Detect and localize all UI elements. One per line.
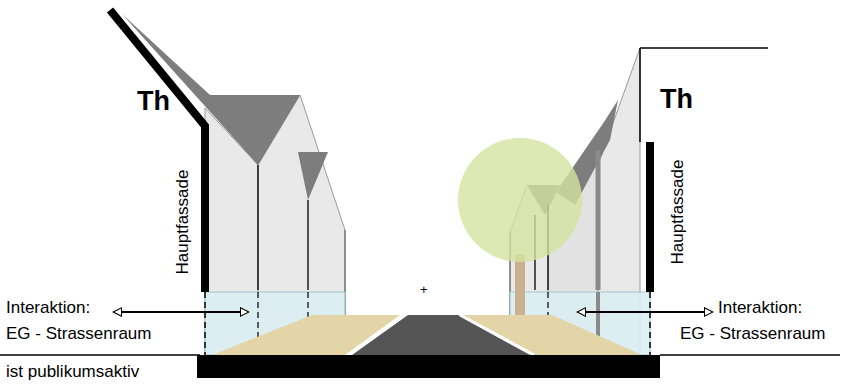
facade-label: Hauptfassade [668,160,688,265]
interaction-arrow [578,311,712,313]
facade-label: Hauptfassade [173,170,193,275]
interaction-label: Interaktion: [6,298,90,318]
curb [460,315,534,355]
facade-edge [596,150,601,290]
building-code: Th [660,84,693,115]
facade-edge [639,48,641,142]
main-facade [649,292,651,355]
building-code: Th [137,86,170,117]
interaction-label: Interaktion: [718,298,802,318]
interaction-label: EG - Strassenraum [6,324,152,344]
facade-edge [257,165,258,290]
curb [348,315,404,355]
roof-line [640,47,768,49]
roof [298,152,328,200]
ground-line [0,354,200,356]
sidewalk [462,315,642,355]
main-facade [646,142,654,292]
main-facade [110,10,205,292]
roof [122,14,300,165]
interaction-label: EG - Strassenraum [680,324,826,344]
main-facade [204,292,206,355]
center-mark: + [420,283,428,298]
ground-line [660,354,840,356]
facade-edge [307,200,308,290]
ground-bar [197,355,660,378]
interaction-arrow [114,311,248,313]
note: ist publikumsaktiv [6,362,139,382]
tree-crown [458,138,582,262]
